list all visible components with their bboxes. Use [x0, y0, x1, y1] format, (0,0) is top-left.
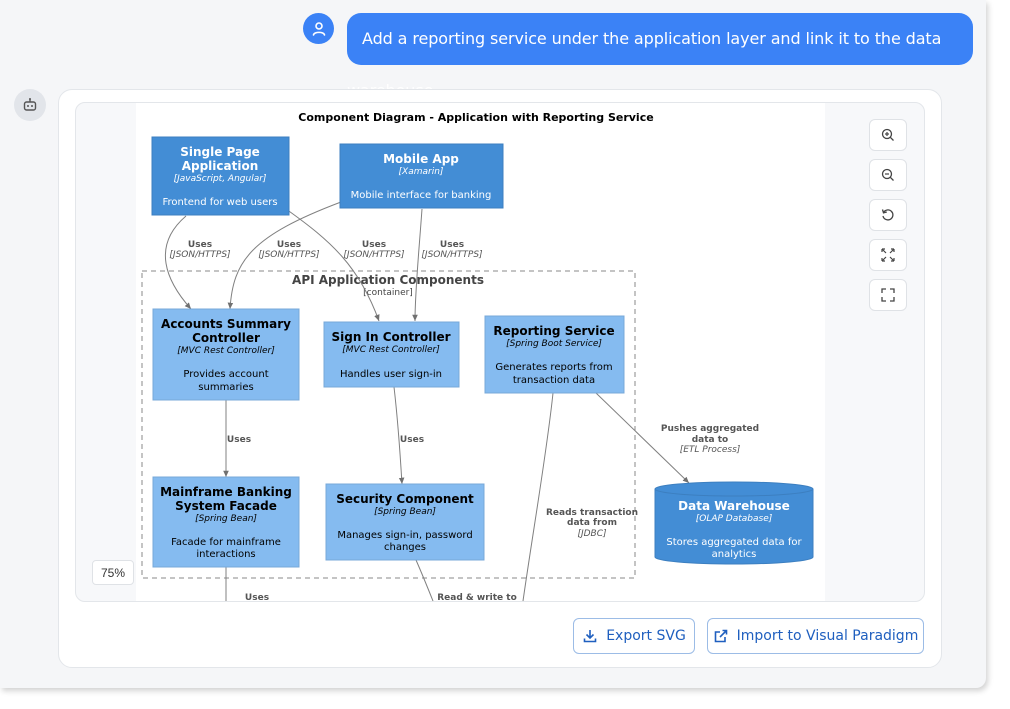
svg-text:Mobile interface for banking: Mobile interface for banking [351, 190, 492, 201]
svg-text:[MVC Rest Controller]: [MVC Rest Controller] [342, 345, 440, 355]
svg-text:Stores aggregated data for: Stores aggregated data for [666, 537, 802, 548]
node-security-component[interactable]: Security Component [Spring Bean] Manages… [325, 483, 485, 561]
svg-text:Provides account: Provides account [183, 369, 268, 380]
svg-text:Handles user sign-in: Handles user sign-in [340, 369, 442, 380]
edge-label: Uses [362, 240, 386, 250]
edge-tech: [ETL Process] [680, 445, 741, 455]
diagram-title: Component Diagram - Application with Rep… [298, 111, 653, 124]
node-spa[interactable]: Single Page Application [JavaScript, Ang… [151, 136, 290, 216]
edge-label: Uses [440, 240, 464, 250]
edge-label: Uses [400, 435, 424, 445]
zoom-out-icon [881, 168, 894, 181]
edge-label: Uses [188, 240, 212, 250]
zoom-in-button[interactable] [869, 119, 907, 151]
user-avatar [303, 13, 334, 44]
import-visual-paradigm-label: Import to Visual Paradigm [736, 628, 919, 644]
svg-text:Frontend for web users: Frontend for web users [162, 197, 277, 208]
bot-avatar [14, 89, 46, 121]
svg-text:[Spring Bean]: [Spring Bean] [195, 514, 257, 524]
external-link-icon [714, 629, 727, 643]
edge-mobile-accounts [227, 201, 342, 310]
export-svg-label: Export SVG [606, 628, 686, 644]
svg-text:interactions: interactions [196, 549, 255, 560]
edge-label: Pushes aggregated [661, 424, 759, 434]
bot-icon [23, 98, 37, 111]
edge-label: data from [567, 518, 617, 528]
edge-label: Uses [245, 593, 269, 601]
svg-text:[Xamarin]: [Xamarin] [399, 167, 444, 177]
edge-reporting-reads [522, 392, 554, 601]
svg-text:Accounts Summary: Accounts Summary [161, 317, 291, 331]
svg-text:[MVC Rest Controller]: [MVC Rest Controller] [177, 346, 275, 356]
svg-text:Sign In Controller: Sign In Controller [331, 330, 450, 344]
node-reporting-service[interactable]: Reporting Service [Spring Boot Service] … [484, 315, 625, 394]
edge-spa-accounts [164, 215, 192, 310]
edge-tech: [JSON/HTTPS] [258, 250, 320, 260]
svg-text:Mainframe Banking: Mainframe Banking [160, 485, 292, 499]
edge-mobile-signin [412, 208, 423, 322]
svg-text:summaries: summaries [198, 382, 253, 393]
svg-text:Security Component: Security Component [336, 492, 474, 506]
svg-text:Mobile App: Mobile App [383, 152, 459, 166]
svg-text:[JavaScript, Angular]: [JavaScript, Angular] [174, 174, 267, 184]
export-svg-button[interactable]: Export SVG [573, 618, 695, 654]
svg-text:Single Page: Single Page [180, 145, 260, 159]
download-icon [583, 630, 597, 643]
edge-signin-security [393, 386, 405, 485]
fit-icon [881, 248, 895, 262]
zoom-in-icon [881, 128, 894, 141]
node-mainframe-facade[interactable]: Mainframe Banking System Facade [Spring … [152, 476, 300, 568]
zoom-out-button[interactable] [869, 159, 907, 191]
zoom-level-indicator: 75% [92, 560, 134, 585]
node-sign-in-controller[interactable]: Sign In Controller [MVC Rest Controller]… [323, 321, 460, 388]
svg-text:[Spring Bean]: [Spring Bean] [374, 507, 436, 517]
svg-text:Data Warehouse: Data Warehouse [678, 499, 790, 513]
rotate-ccw-icon [881, 209, 894, 221]
edge-tech: [JSON/HTTPS] [169, 250, 231, 260]
svg-text:System Facade: System Facade [175, 499, 277, 513]
edge-label: Read & write to [437, 593, 517, 601]
fullscreen-button[interactable] [869, 279, 907, 311]
svg-text:Generates reports from: Generates reports from [495, 362, 612, 373]
edge-spa-signin [285, 208, 380, 322]
edge-label: Uses [227, 435, 251, 445]
boundary-name: API Application Components [292, 273, 484, 287]
svg-text:[OLAP Database]: [OLAP Database] [696, 514, 773, 524]
edge-reporting-warehouse [595, 392, 690, 484]
boundary-type: [container] [363, 288, 413, 298]
user-icon [312, 21, 325, 36]
svg-text:transaction data: transaction data [513, 375, 595, 386]
edge-label: Reads transaction [546, 508, 638, 518]
container-boundary [141, 270, 636, 579]
edge-label: data to [692, 435, 729, 445]
edge-security-down [415, 559, 434, 601]
import-visual-paradigm-button[interactable]: Import to Visual Paradigm [707, 618, 924, 654]
node-data-warehouse[interactable]: Data Warehouse [OLAP Database] Stores ag… [654, 481, 814, 565]
svg-text:Facade for mainframe: Facade for mainframe [171, 537, 281, 548]
fullscreen-icon [881, 288, 895, 302]
edge-label: Uses [277, 240, 301, 250]
svg-text:changes: changes [384, 542, 426, 553]
reset-view-button[interactable] [869, 199, 907, 231]
fit-to-view-button[interactable] [869, 239, 907, 271]
svg-text:analytics: analytics [712, 549, 757, 560]
edge-tech: [JSON/HTTPS] [343, 250, 405, 260]
user-message: Add a reporting service under the applic… [347, 13, 973, 100]
svg-text:Controller: Controller [192, 331, 260, 345]
node-mobile-app[interactable]: Mobile App [Xamarin] Mobile interface fo… [339, 143, 504, 209]
svg-text:[Spring Boot Service]: [Spring Boot Service] [506, 339, 602, 349]
diagram-viewer[interactable]: Component Diagram - Application with Rep… [75, 102, 925, 602]
svg-text:Manages sign-in, password: Manages sign-in, password [337, 530, 472, 541]
edge-tech: [JSON/HTTPS] [421, 250, 483, 260]
svg-text:Reporting Service: Reporting Service [493, 324, 614, 338]
edge-tech: [JDBC] [577, 529, 607, 539]
component-diagram: Component Diagram - Application with Rep… [136, 103, 825, 601]
node-accounts-summary-controller[interactable]: Accounts Summary Controller [MVC Rest Co… [152, 308, 300, 401]
svg-text:Application: Application [182, 159, 259, 173]
